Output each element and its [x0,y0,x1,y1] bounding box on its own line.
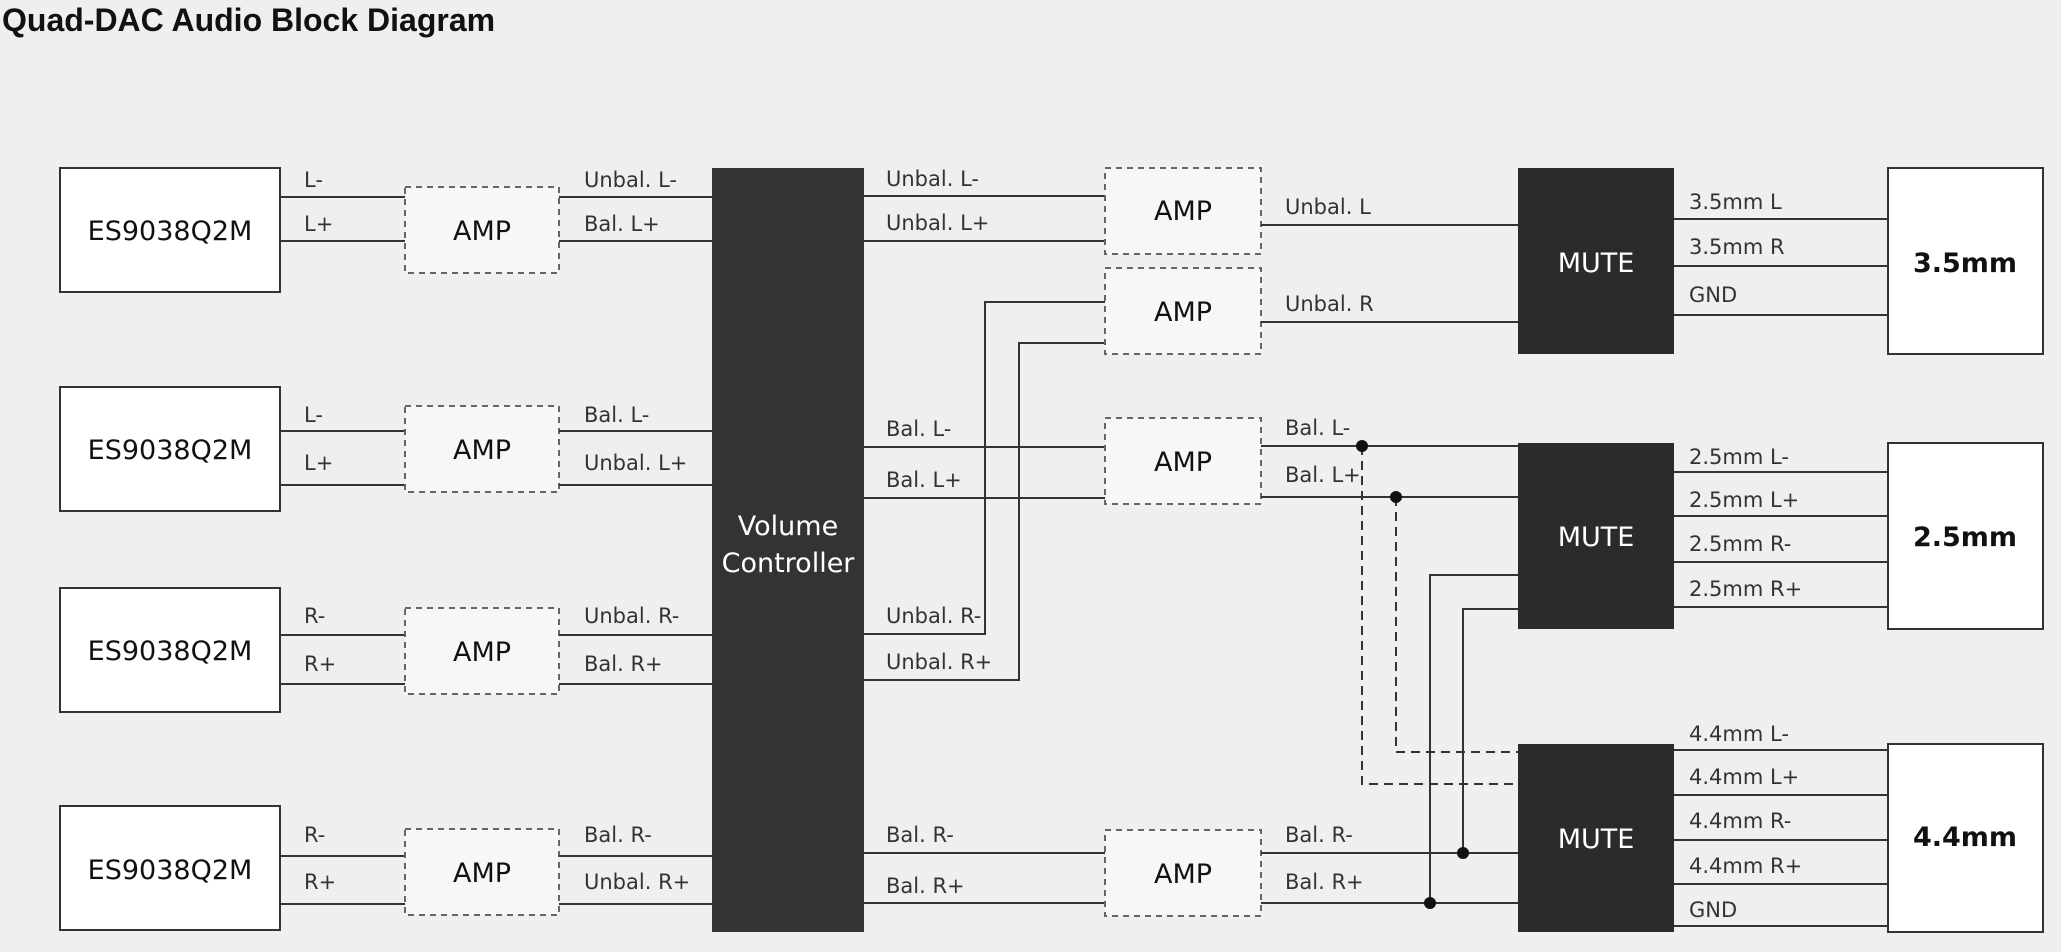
vc-out-3: Bal. L- [886,417,951,441]
mute-4-4mm: MUTE [1518,744,1674,932]
dac-1-in-1: L- [304,168,323,192]
dac-3-in-2: R+ [304,652,336,676]
dac-3-label: ES9038Q2M [88,636,253,667]
amp-out-5: Bal. R- [1285,823,1353,847]
amp-output-labels: Unbal. L- Bal. L+ Bal. L- Unbal. L+ Unba… [584,168,690,894]
jack-1-label: 3.5mm [1913,248,2017,279]
jack-pin-labels: 3.5mm L 3.5mm R GND 2.5mm L- 2.5mm L+ 2.… [1689,190,1802,922]
jack-2-pin-2: 2.5mm L+ [1689,488,1799,512]
amp-4-label: AMP [453,858,511,889]
amp-out-2: Unbal. R [1285,292,1374,316]
amp-2-label: AMP [453,435,511,466]
mute-2-label: MUTE [1558,522,1635,553]
dac-4-out-2: Unbal. R+ [584,870,690,894]
dac-1-out-2: Bal. L+ [584,212,660,236]
wires-mute-to-jack [1674,218,1888,927]
vc-out-2: Unbal. L+ [886,211,989,235]
dac-input-labels: L- L+ L- L+ R- R+ R- R+ [304,168,336,894]
amp-out-6: Bal. R+ [1285,870,1364,894]
dac-2-in-2: L+ [304,451,333,475]
jack-3-pin-3: 4.4mm R- [1689,809,1791,833]
volume-controller: Volume Controller [712,168,864,932]
vc-output-labels: Unbal. L- Unbal. L+ Bal. L- Bal. L+ Unba… [886,167,992,898]
jack-1-pin-2: 3.5mm R [1689,235,1785,259]
amp-1-label: AMP [453,216,511,247]
amp-6-label: AMP [1154,297,1212,328]
mute-2-5mm: MUTE [1518,443,1674,629]
jack-2-label: 2.5mm [1913,522,2017,553]
volume-controller-line2: Controller [722,548,856,579]
jack-2-pin-1: 2.5mm L- [1689,445,1789,469]
dac-1-out-1: Unbal. L- [584,168,677,192]
vc-out-6: Unbal. R+ [886,650,992,674]
dac-4-in-1: R- [304,823,325,847]
dac-3-out-1: Unbal. R- [584,604,679,628]
jack-4-4mm: 4.4mm [1887,743,2044,933]
jack-3-pin-1: 4.4mm L- [1689,722,1789,746]
amp-out-1: Unbal. L [1285,195,1371,219]
amp-7-label: AMP [1154,447,1212,478]
vc-out-1: Unbal. L- [886,167,979,191]
wires-dac-to-amp [280,196,405,905]
wires-vc-to-amp [864,195,1105,904]
amp-out-4: Bal. L+ [1285,463,1361,487]
dac-3-out-2: Bal. R+ [584,652,663,676]
vc-out-4: Bal. L+ [886,468,962,492]
jack-2-pin-3: 2.5mm R- [1689,532,1791,556]
jack-1-pin-3: GND [1689,283,1737,307]
dac-4-out-1: Bal. R- [584,823,652,847]
jack-2-pin-4: 2.5mm R+ [1689,577,1802,601]
mute-3-5mm: MUTE [1518,168,1674,354]
amp-3-label: AMP [453,637,511,668]
jack-3-pin-2: 4.4mm L+ [1689,765,1799,789]
dac-2: ES9038Q2M [59,386,281,512]
jack-3-pin-5: GND [1689,898,1737,922]
dac-4: ES9038Q2M [59,805,281,931]
dac-2-label: ES9038Q2M [88,435,253,466]
jack-3-label: 4.4mm [1913,822,2017,853]
dac-3-in-1: R- [304,604,325,628]
amp-out-3: Bal. L- [1285,416,1350,440]
jack-3-5mm: 3.5mm [1887,167,2044,355]
jack-3-pin-4: 4.4mm R+ [1689,854,1802,878]
dac-4-in-2: R+ [304,870,336,894]
amp-column-2: AMP AMP AMP AMP [1104,167,1262,917]
dac-4-label: ES9038Q2M [88,855,253,886]
amp-8-label: AMP [1154,859,1212,890]
mute-3-label: MUTE [1558,824,1635,855]
jack-1-pin-1: 3.5mm L [1689,190,1782,214]
amp-column-1: AMP AMP AMP AMP [404,186,560,916]
dac-3: ES9038Q2M [59,587,281,713]
vc-out-8: Bal. R+ [886,874,965,898]
dac-1: ES9038Q2M [59,167,281,293]
vc-out-5: Unbal. R- [886,604,981,628]
dac-2-in-1: L- [304,403,323,427]
dac-1-label: ES9038Q2M [88,216,253,247]
mute-1-label: MUTE [1558,248,1635,279]
wires-amp-to-vc [559,196,712,905]
amp-2-output-labels: Unbal. L Unbal. R Bal. L- Bal. L+ Bal. R… [1285,195,1374,894]
dac-2-out-2: Unbal. L+ [584,451,687,475]
dac-2-out-1: Bal. L- [584,403,649,427]
vc-out-7: Bal. R- [886,823,954,847]
volume-controller-line1: Volume [738,511,838,542]
jack-2-5mm: 2.5mm [1887,442,2044,630]
amp-5-label: AMP [1154,196,1212,227]
diagram-title: Quad-DAC Audio Block Diagram [2,2,496,38]
dac-1-in-2: L+ [304,212,333,236]
wires-amp-to-mute [1261,224,1518,909]
